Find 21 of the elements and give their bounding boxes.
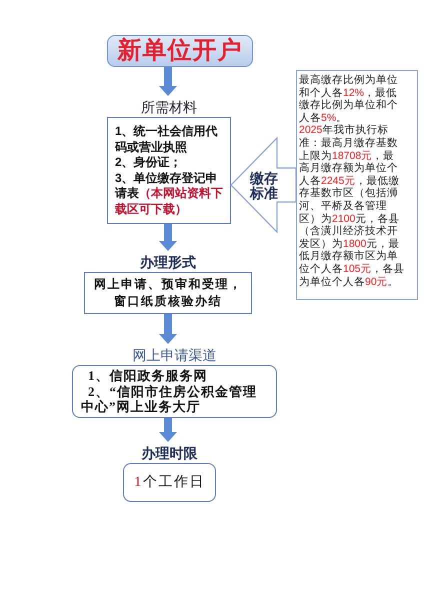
arrow — [159, 67, 177, 96]
info-box — [296, 70, 418, 300]
arrow — [159, 314, 177, 344]
list-item: 1、信阳政务服务网 — [87, 368, 208, 384]
title-box — [107, 35, 253, 67]
info-text: 最高缴存比例为单位和个人各12%，最低缴存比例为单位和个人各5%。 — [299, 74, 399, 124]
section-heading: 网上申请渠道 — [132, 347, 216, 363]
list-item: 3、单位缴存登记申请表（本网站资料下载区可下载） — [115, 170, 224, 217]
section-heading: 办理形式 — [140, 254, 196, 270]
section-heading: 所需材料 — [141, 99, 197, 115]
content-text: 网上申请、预审和受理，窗口纸质核验办结 — [92, 276, 244, 310]
list-item: 2、“信阳市住房公积金管理中心”网上业务大厅 — [81, 384, 258, 414]
info-text: 2025年我市执行标准：最高月缴存基数上限为18708元，最高月缴存额为单位个人各2245元，最低缴存基数市区（包括浉河、平桥及各管理区）为2100元，各县（含潢川经济技术开发区）为1800元，最低月缴存额市区为单位个人各105元，各县为单位个人各90元。 — [299, 124, 405, 288]
arrow — [159, 418, 177, 442]
section-heading: 办理时限 — [142, 445, 198, 461]
list-item: 1、统一社会信用代码或营业执照 — [115, 124, 219, 155]
callout-text: 缴存标准 — [250, 171, 278, 201]
list-item: 2、身份证； — [115, 155, 183, 170]
duration-text: 1个工作日 — [133, 474, 206, 492]
arrow — [159, 224, 177, 251]
title-text: 新单位开户 — [118, 39, 242, 63]
